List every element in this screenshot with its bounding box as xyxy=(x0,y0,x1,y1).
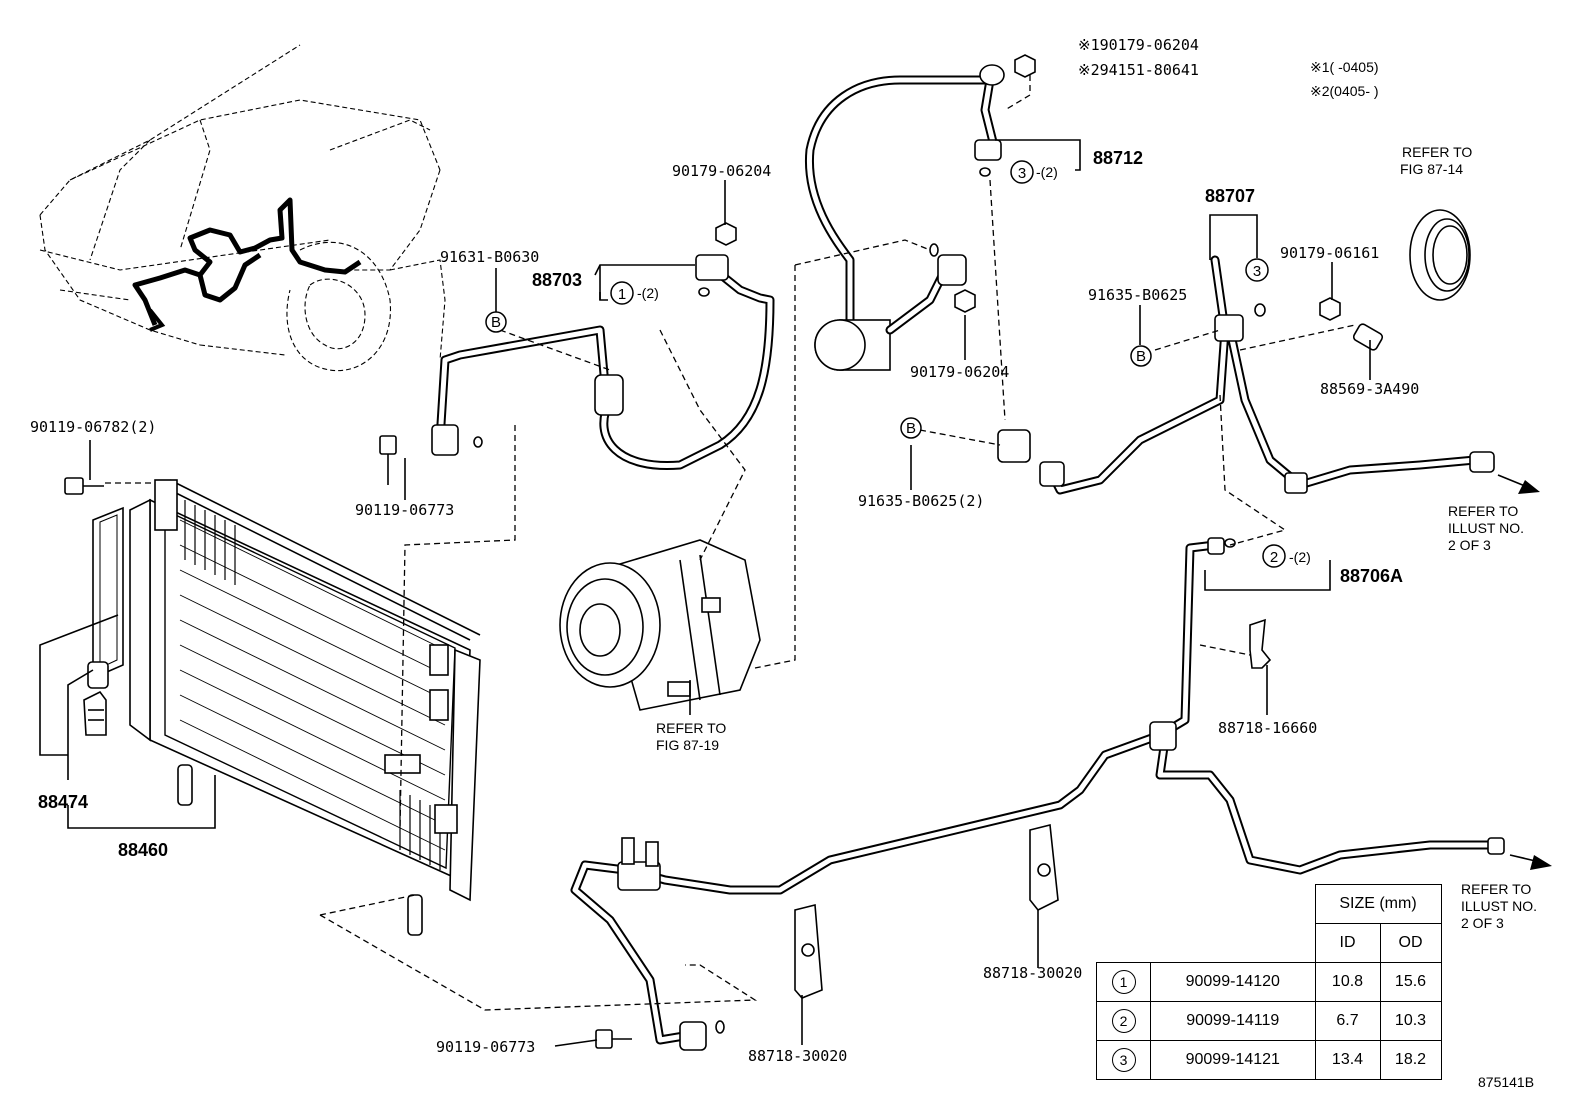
label-88569-3A490: 88569-3A490 xyxy=(1320,380,1419,398)
row-id: 6.7 xyxy=(1314,1001,1381,1041)
svg-text:2: 2 xyxy=(1270,549,1278,566)
pipe-88707 xyxy=(997,255,1495,495)
ref-illust-b-line2: ILLUST NO. xyxy=(1461,898,1537,914)
svg-text:B: B xyxy=(906,420,916,437)
row-part: 90099-14121 xyxy=(1150,1040,1316,1080)
svg-text:3: 3 xyxy=(1253,263,1261,280)
label-88707: 88707 xyxy=(1205,186,1255,206)
label-88703: 88703 xyxy=(532,270,582,290)
label-294151-80641: ※294151-80641 xyxy=(1078,61,1199,79)
leader-lines xyxy=(39,139,1371,1047)
row-mark: 3 xyxy=(1111,1048,1136,1072)
od-header: OD xyxy=(1379,923,1442,963)
circle-2: 2 xyxy=(1262,544,1286,568)
svg-text:B: B xyxy=(1136,348,1146,365)
side-seal xyxy=(83,506,124,736)
clamps xyxy=(794,323,1384,999)
ref-fig-87-19-line1: REFER TO xyxy=(656,720,726,736)
ref-illust-a-line3: 2 OF 3 xyxy=(1448,537,1491,553)
figure-number: 875141B xyxy=(1478,1074,1535,1090)
id-header: ID xyxy=(1314,923,1381,963)
dashed-guides xyxy=(105,75,1356,1011)
label-90179-06161: 90179-06161 xyxy=(1280,244,1379,262)
row-id: 10.8 xyxy=(1314,962,1381,1002)
label-88718-30020-b: 88718-30020 xyxy=(748,1047,847,1065)
ref-fig-87-14-line2: FIG 87-14 xyxy=(1400,161,1463,177)
part-labels: 90119-06782(2) 88474 88460 91631-B0630 8… xyxy=(30,36,1537,1065)
row-part: 90099-14119 xyxy=(1150,1001,1316,1041)
row-mark: 1 xyxy=(1111,970,1136,994)
circle-1: 1 xyxy=(610,281,634,305)
label-90119-06773-a: 90119-06773 xyxy=(355,501,454,519)
vehicle-outline xyxy=(39,44,446,372)
circle-3-right: 3 xyxy=(1245,258,1269,282)
label-91631-B0630: 91631-B0630 xyxy=(440,248,539,266)
circle-B-2: B xyxy=(1130,345,1152,367)
row-od: 18.2 xyxy=(1379,1040,1442,1080)
label-90179-06204-a: 90179-06204 xyxy=(672,162,771,180)
table-row: 1 90099-14120 10.8 15.6 xyxy=(1096,962,1442,1002)
ref-illust-b-line1: REFER TO xyxy=(1461,881,1531,897)
label-90119-06782: 90119-06782(2) xyxy=(30,418,156,436)
label-88718-30020-a: 88718-30020 xyxy=(983,964,1082,982)
ref-illust-b-line3: 2 OF 3 xyxy=(1461,915,1504,931)
circle-B-1: B xyxy=(485,311,507,333)
clutch-seal xyxy=(1409,209,1471,301)
label-88460: 88460 xyxy=(118,840,168,860)
label-90179-06204-b: 90179-06204 xyxy=(910,363,1009,381)
label-88474: 88474 xyxy=(38,792,88,812)
ref-illust-a-line2: ILLUST NO. xyxy=(1448,520,1524,536)
row-mark: 2 xyxy=(1111,1009,1136,1033)
ref-fig-87-14-line1: REFER TO xyxy=(1402,144,1472,160)
label-qty-88712: -(2) xyxy=(1036,164,1058,180)
row-od: 10.3 xyxy=(1379,1001,1442,1041)
table-row: 2 90099-14119 6.7 10.3 xyxy=(1096,1001,1442,1041)
pipe-88706A xyxy=(570,537,1505,1051)
label-qty-88706A: -(2) xyxy=(1289,549,1311,565)
label-88712: 88712 xyxy=(1093,148,1143,168)
label-90119-06773-b: 90119-06773 xyxy=(436,1038,535,1056)
size-header: SIZE (mm) xyxy=(1314,884,1442,924)
svg-text:1: 1 xyxy=(618,286,626,303)
condenser-assembly xyxy=(129,479,481,936)
note-2: ※2(0405- ) xyxy=(1310,83,1379,99)
circle-3-top: 3 xyxy=(1010,160,1034,184)
label-88706A: 88706A xyxy=(1340,566,1403,586)
hose-88703 xyxy=(431,254,775,471)
label-qty-88703: -(2) xyxy=(637,285,659,301)
ref-illust-a-line1: REFER TO xyxy=(1448,503,1518,519)
direction-arrows xyxy=(1497,474,1552,870)
svg-text:B: B xyxy=(491,314,501,331)
label-190179-06204: ※190179-06204 xyxy=(1078,36,1199,54)
compressor xyxy=(559,539,761,711)
row-od: 15.6 xyxy=(1379,962,1442,1002)
row-id: 13.4 xyxy=(1314,1040,1381,1080)
ref-fig-87-19-line2: FIG 87-19 xyxy=(656,737,719,753)
circle-B-3: B xyxy=(900,417,922,439)
svg-text:3: 3 xyxy=(1018,165,1026,182)
note-1: ※1( -0405) xyxy=(1310,59,1379,75)
row-part: 90099-14120 xyxy=(1150,962,1316,1002)
o-ring-size-table: SIZE (mm) ID OD 1 90099-14120 10.8 15.6 … xyxy=(1096,884,1442,1080)
label-91635-B0625-a: 91635-B0625 xyxy=(1088,286,1187,304)
hose-88712 xyxy=(804,64,1005,371)
label-91635-B0625-b: 91635-B0625(2) xyxy=(858,492,984,510)
label-88718-16660: 88718-16660 xyxy=(1218,719,1317,737)
fasteners xyxy=(64,54,1341,1049)
table-row: 3 90099-14121 13.4 18.2 xyxy=(1096,1040,1442,1080)
